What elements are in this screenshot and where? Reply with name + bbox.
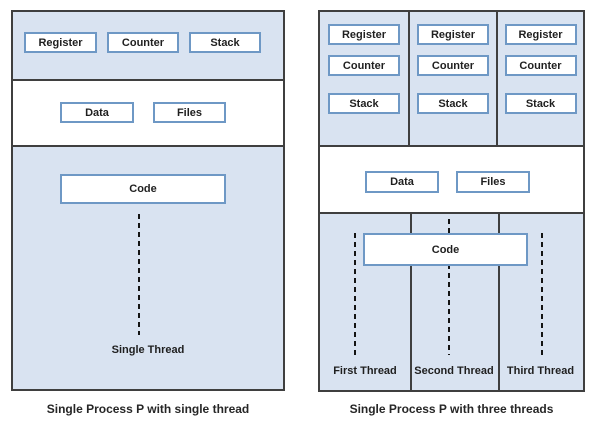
stack-label: Stack [525,97,556,110]
stack-box: Stack [189,32,261,53]
counter-box: Counter [107,32,179,53]
left-panel-caption: Single Process P with single thread [46,402,250,416]
counter-label: Counter [519,59,562,72]
stack-box: Stack [328,93,400,114]
single-thread-dashed-line [138,214,140,335]
register-box: Register [24,32,97,53]
counter-box: Counter [504,55,577,76]
files-label: Files [480,176,506,188]
code-box: Code [60,174,226,204]
register-label: Register [430,28,476,41]
files-box: Files [456,171,530,193]
counter-label: Counter [342,59,386,72]
register-label: Register [518,28,563,41]
code-section-threads: Code First Thread Second Thread Third Th… [320,214,583,390]
register-label: Register [38,36,83,49]
third-thread-dashed-line [541,233,543,355]
single-thread-process-panel: Register Counter Stack Data Files Code [11,10,285,391]
data-label: Data [390,176,414,188]
second-thread-dashed-line [448,219,450,355]
register-label: Register [341,28,387,41]
first-thread-label: First Thread [333,365,397,377]
register-box: Register [417,24,489,45]
right-panel-caption: Single Process P with three threads [349,402,554,416]
three-thread-process-panel: Register Counter Stack Register Counter [318,10,585,392]
column-divider [498,214,500,390]
stack-box: Stack [504,93,577,114]
thread-columns: Register Counter Stack Register Counter [320,12,583,145]
third-thread-label: Third Thread [506,365,575,377]
counter-label: Counter [431,59,475,72]
register-box: Register [328,24,400,45]
code-label: Code [129,183,157,195]
thread3-register-column: Register Counter Stack [498,12,583,145]
counter-box: Counter [328,55,400,76]
registers-section: Register Counter Stack [13,12,283,81]
files-box: Files [153,102,226,123]
thread2-register-column: Register Counter Stack [410,12,498,145]
stack-label: Stack [438,97,468,110]
single-thread-label: Single Thread [111,344,185,356]
data-label: Data [85,106,109,119]
counter-box: Counter [417,55,489,76]
stack-label: Stack [349,97,379,110]
stack-box: Stack [417,93,489,114]
second-thread-label: Second Thread [414,365,494,377]
code-label: Code [431,243,460,256]
thread1-register-column: Register Counter Stack [320,12,410,145]
counter-label: Counter [121,36,165,49]
files-label: Files [176,106,203,119]
registers-section-threads: Register Counter Stack Register Counter [320,12,583,147]
resources-section: Data Files [320,147,583,214]
first-thread-dashed-line [354,233,356,355]
resources-section: Data Files [13,81,283,147]
code-box: Code [363,233,528,266]
data-box: Data [365,171,439,193]
code-section: Code Single Thread [13,147,283,389]
stack-label: Stack [210,36,240,49]
column-divider [410,214,412,390]
register-box: Register [504,24,577,45]
data-box: Data [60,102,134,123]
